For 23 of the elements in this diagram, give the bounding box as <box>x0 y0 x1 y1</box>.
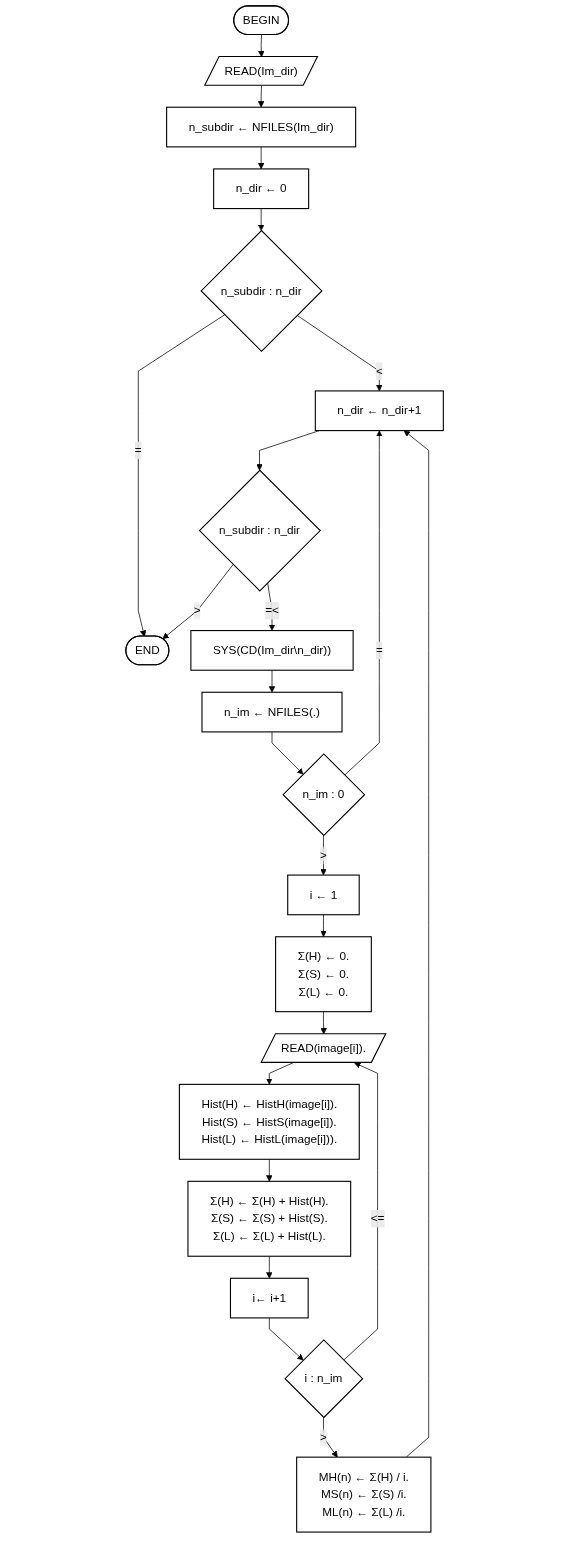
node-diamond: i : n_im <box>284 1339 364 1419</box>
node-box: MH(n) ← Σ(H) / i. MS(n) ← Σ(S) /i. ML(n) ← Σ(L) /i. <box>296 1456 432 1533</box>
edge-label: = <box>375 643 383 657</box>
node-diamond: n_im : 0 <box>282 753 366 837</box>
node-diamond: n_subdir : n_dir <box>198 469 321 592</box>
edge-label: = <box>134 443 142 457</box>
node-box: n_subdir ← NFILES(Im_dir) <box>165 106 357 148</box>
node-box: i ← 1 <box>287 874 360 916</box>
edge-label: > <box>319 1430 327 1444</box>
node-box: i← i+1 <box>229 1277 309 1319</box>
node-box: SYS(CD(Im_dir\n_dir)) <box>190 630 354 671</box>
edge-label: > <box>319 848 327 862</box>
node-diamond: n_subdir : n_dir <box>200 229 323 353</box>
edge-label: =< <box>265 604 279 617</box>
node-box: Σ(H) ← Σ(H) + Hist(H). Σ(S) ← Σ(S) + Hist(S). Σ(L) ← Σ(L) + Hist(L). <box>187 1180 352 1257</box>
edge-label: < <box>375 364 383 377</box>
node-box: Hist(H) ← HistH(image[i]). Hist(S) ← HistS(image[i]). Hist(L) ← HistL(image[i])). <box>178 1083 360 1160</box>
node-box: n_dir ← 0 <box>212 168 310 210</box>
node-box: Σ(H) ← 0. Σ(S) ← 0. Σ(L) ← 0. <box>274 936 372 1013</box>
node-box: n_im ← NFILES(.) <box>201 691 343 733</box>
edge-label: > <box>193 604 201 617</box>
edge-label: <= <box>370 1212 385 1225</box>
node-box: n_dir ← n_dir+1 <box>314 390 444 432</box>
